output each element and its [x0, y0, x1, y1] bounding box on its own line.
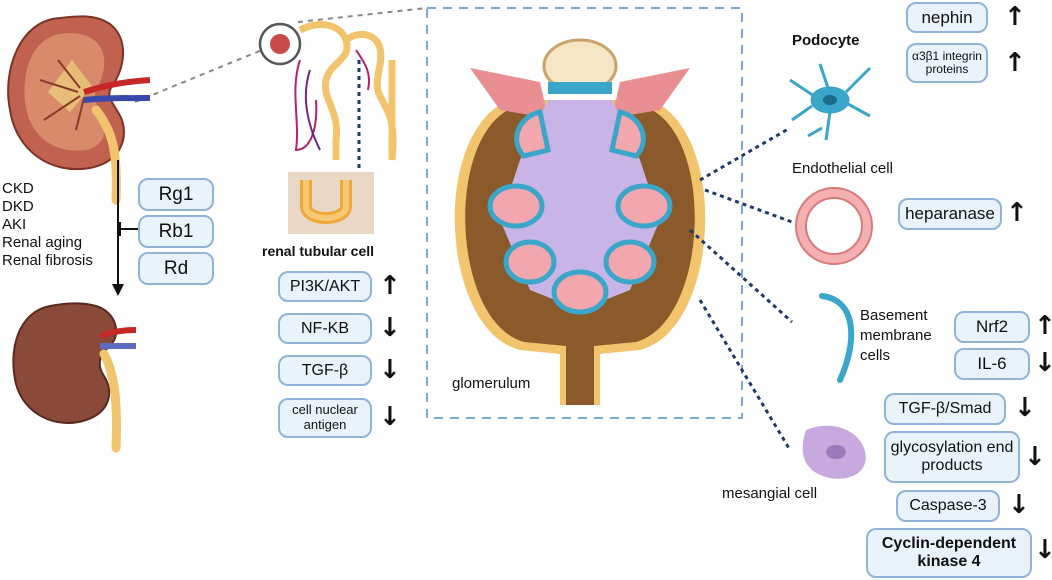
glomerulum-label: glomerulum	[452, 375, 531, 392]
mesangial-item-tgf-smad: TGF-β/Smad	[884, 393, 1006, 425]
ginsenoside-rg1-box: Rg1	[138, 178, 214, 211]
mesangial-item-tgf-smad-arrow: ↓	[1014, 393, 1036, 423]
podocyte-item-integrin-arrow: ↑	[1004, 48, 1026, 78]
mesangial-connector	[698, 299, 792, 451]
endothelial-item-heparanase-arrow: ↑	[1006, 198, 1028, 228]
disease-dkd: DKD	[2, 198, 34, 215]
diseased-kidney-icon	[12, 302, 137, 453]
zoom-line-kidney	[134, 49, 263, 103]
endothelial-cell-icon	[795, 187, 873, 265]
mesangial-item-cdk4-arrow: ↓	[1034, 535, 1052, 565]
endothelial-title: Endothelial cell	[792, 160, 893, 177]
podocyte-item-integrin: α3β1 integrin proteins	[906, 43, 988, 83]
tubular-item-pi3k-akt-arrow: ↑	[379, 271, 401, 301]
podocyte-cell-icon	[789, 63, 872, 141]
zoom-line-top	[297, 7, 428, 23]
tubular-item-nf-kb: NF-KB	[278, 313, 372, 344]
basement-item-nrf2: Nrf2	[954, 311, 1030, 343]
tubular-item-tgf-beta-arrow: ↓	[379, 355, 401, 385]
glomerulus-icon	[454, 38, 706, 405]
endothelial-connector	[704, 188, 793, 224]
basement-item-il-6-arrow: ↓	[1034, 348, 1052, 378]
endothelial-item-heparanase: heparanase	[898, 198, 1002, 230]
tubular-item-cell-nuclear-antigen-arrow: ↓	[379, 402, 401, 432]
mesangial-item-glycosylation: glycosylation end products	[884, 431, 1020, 483]
disease-list: CKD DKD AKI Renal aging Renal fibrosis	[2, 180, 93, 270]
disease-renal-fibrosis: Renal fibrosis	[2, 252, 93, 269]
tubular-cell-title: renal tubular cell	[262, 243, 375, 259]
tubular-item-pi3k-akt: PI3K/AKT	[278, 271, 372, 302]
tubular-item-nf-kb-arrow: ↓	[379, 313, 401, 343]
glomerulum-zoom-box	[426, 7, 743, 419]
disease-ckd: CKD	[2, 180, 34, 197]
podocyte-item-nephin: nephin	[906, 2, 988, 33]
podocyte-connector	[699, 126, 791, 182]
mesangial-title: mesangial cell	[722, 485, 818, 502]
disease-aki: AKI	[2, 216, 27, 233]
podocyte-title: Podocyte	[792, 32, 860, 49]
tubular-epithelium-icon	[288, 172, 374, 234]
mesangial-item-cdk4: Cyclin-dependent kinase 4	[866, 528, 1032, 578]
podocyte-item-nephin-arrow: ↑	[1004, 2, 1026, 32]
basement-membrane-icon	[819, 293, 855, 383]
mesangial-item-glycosylation-arrow: ↓	[1024, 442, 1046, 472]
disease-renal-aging: Renal aging	[2, 234, 83, 251]
ginsenoside-rd-box: Rd	[138, 252, 214, 285]
basement-connector	[688, 228, 794, 324]
tubular-item-cell-nuclear-antigen: cell nuclear antigen	[278, 398, 372, 438]
basement-title: Basement membrane cells	[860, 307, 932, 364]
nephron-icon	[258, 21, 397, 161]
tubular-item-tgf-beta: TGF-β	[278, 355, 372, 386]
basement-item-il-6: IL-6	[954, 348, 1030, 380]
basement-item-nrf2-arrow: ↑	[1034, 311, 1052, 341]
mesangial-item-caspase-3: Caspase-3	[896, 490, 1000, 522]
mesangial-item-caspase-3-arrow: ↓	[1008, 490, 1030, 520]
ginsenoside-rb1-box: Rb1	[138, 215, 214, 248]
healthy-kidney-icon	[7, 15, 151, 205]
